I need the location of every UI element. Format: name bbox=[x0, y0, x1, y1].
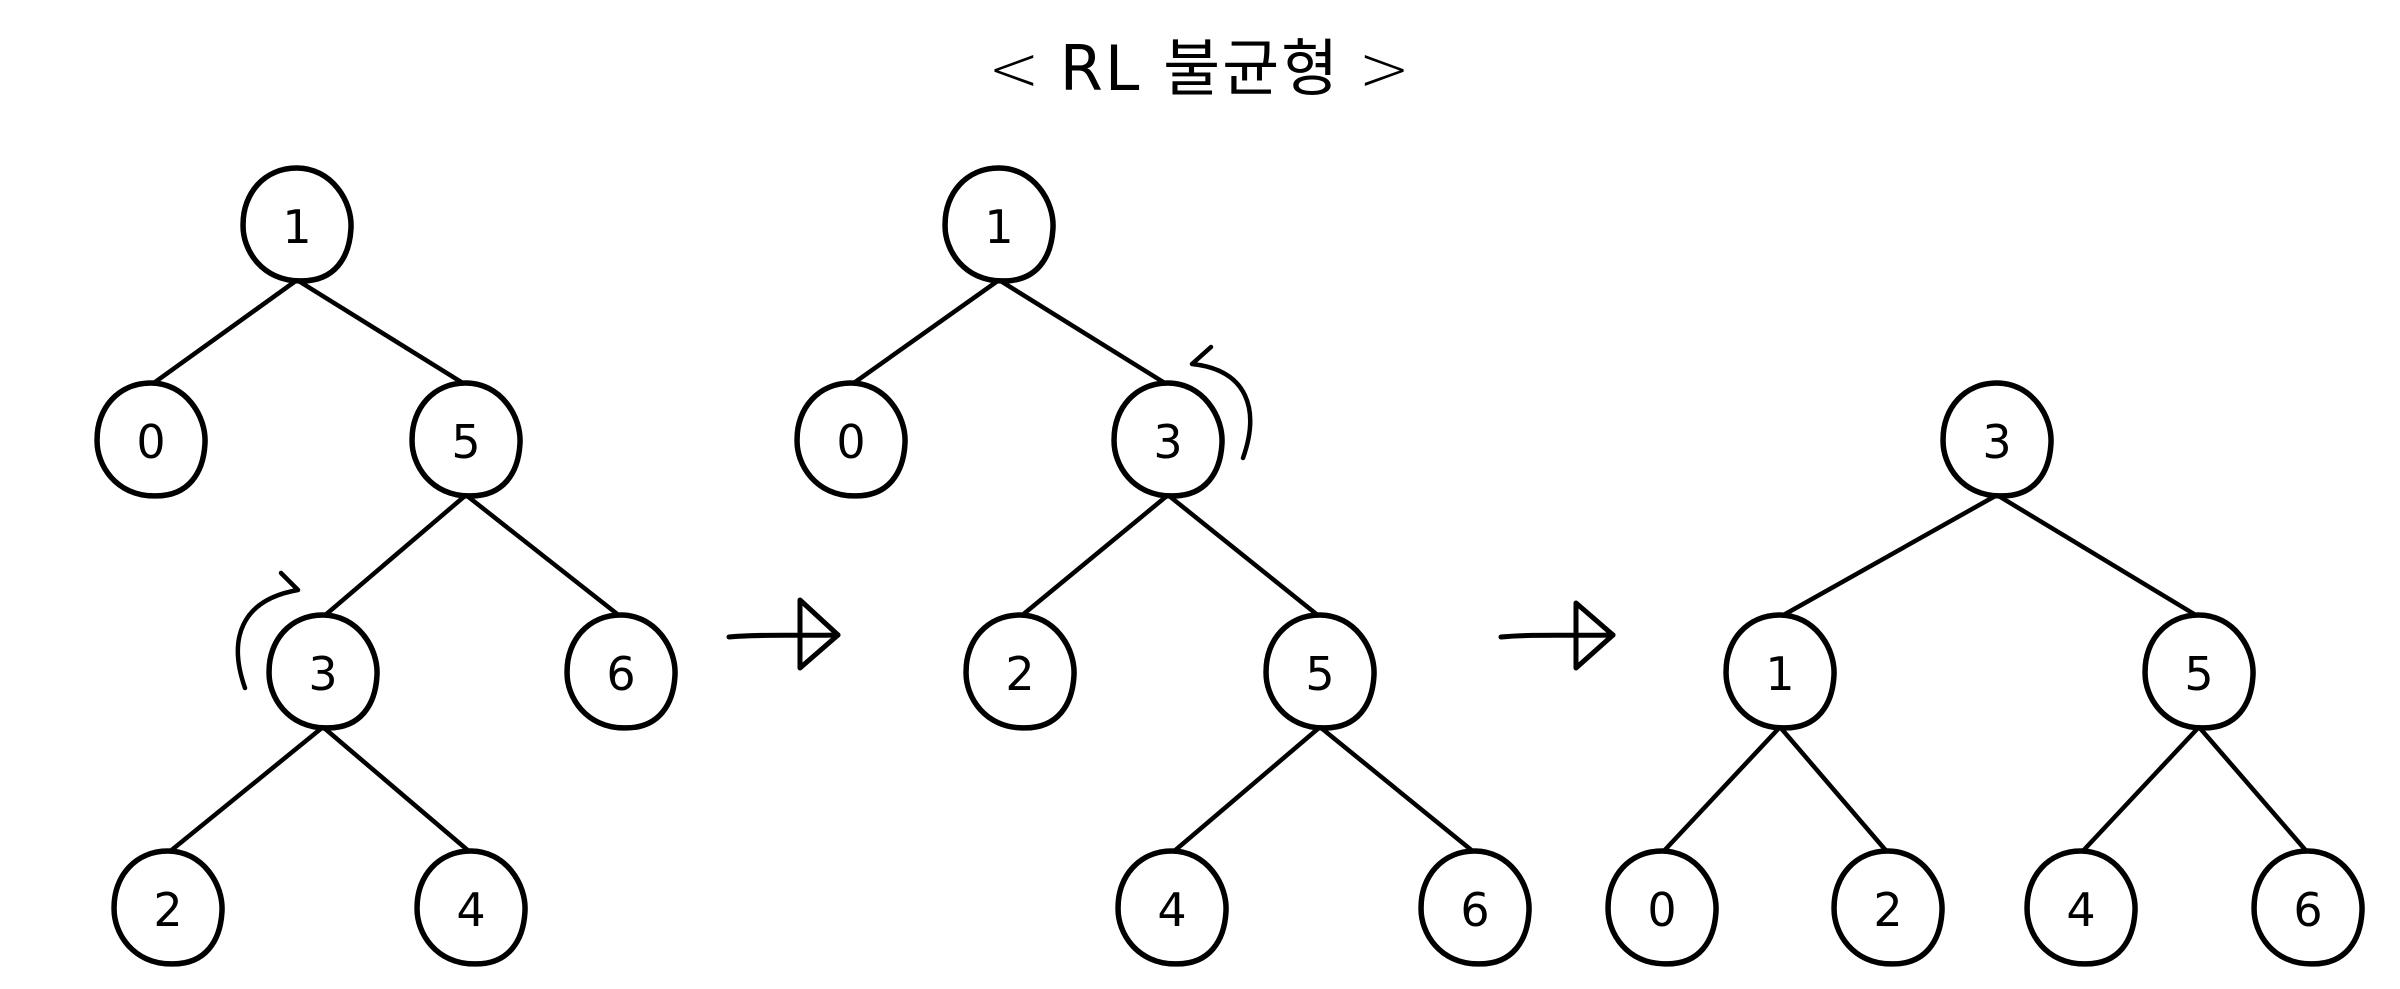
tree-edge bbox=[996, 277, 1171, 388]
tree-edge bbox=[165, 724, 326, 856]
tree-node: 6 bbox=[2251, 848, 2365, 967]
title-close-bracket: > bbox=[1358, 32, 1413, 105]
tree-node: 4 bbox=[1115, 848, 1229, 967]
tree-edge bbox=[463, 492, 624, 620]
tree-edge bbox=[1317, 724, 1478, 856]
arrow-right-icon bbox=[1498, 600, 1616, 671]
node-label: 5 bbox=[451, 415, 480, 469]
tree-edge bbox=[1169, 724, 1323, 856]
node-circle bbox=[111, 848, 225, 967]
title-text: RL 불균형 bbox=[1059, 32, 1341, 105]
tree-node: 0 bbox=[1605, 848, 1719, 967]
node-circle bbox=[1605, 848, 1719, 967]
tree-edge bbox=[848, 277, 1002, 388]
node-circle bbox=[1115, 848, 1229, 967]
node-label: 2 bbox=[153, 883, 182, 937]
node-label: 4 bbox=[2066, 883, 2095, 937]
node-label: 2 bbox=[1005, 647, 1034, 701]
rotate-clockwise-icon bbox=[235, 570, 301, 691]
arrow-right-icon bbox=[726, 597, 841, 671]
tree-edge bbox=[148, 277, 300, 388]
node-label: 2 bbox=[1873, 883, 1902, 937]
node-circle bbox=[564, 612, 678, 731]
node-circle bbox=[414, 848, 528, 967]
node-label: 0 bbox=[1647, 883, 1676, 937]
node-circle bbox=[1723, 612, 1837, 731]
tree-edge bbox=[1994, 492, 2202, 620]
node-label: 0 bbox=[136, 415, 165, 469]
node-label: 4 bbox=[456, 883, 485, 937]
node-label: 3 bbox=[308, 647, 337, 701]
node-circle bbox=[266, 612, 380, 731]
node-circle bbox=[1418, 848, 1532, 967]
node-label: 6 bbox=[2293, 883, 2322, 937]
tree-node: 3 bbox=[1111, 380, 1225, 499]
tree-node: 3 bbox=[266, 612, 380, 731]
node-label: 3 bbox=[1153, 415, 1182, 469]
node-circle bbox=[409, 380, 523, 499]
title-open-bracket: < bbox=[987, 32, 1042, 105]
tree-node: 0 bbox=[794, 380, 908, 499]
edges-layer bbox=[148, 277, 2311, 856]
node-circle bbox=[794, 380, 908, 499]
node-label: 6 bbox=[1460, 883, 1489, 937]
tree-node: 6 bbox=[564, 612, 678, 731]
tree-node: 5 bbox=[2142, 612, 2256, 731]
node-circle bbox=[963, 612, 1077, 731]
node-circle bbox=[94, 380, 208, 499]
tree-node: 4 bbox=[414, 848, 528, 967]
tree-node: 1 bbox=[1723, 612, 1837, 731]
tree-node: 4 bbox=[2024, 848, 2138, 967]
tree-node: 2 bbox=[963, 612, 1077, 731]
tree-node: 3 bbox=[1940, 380, 2054, 499]
decor-layer bbox=[235, 344, 1616, 691]
node-label: 6 bbox=[606, 647, 635, 701]
tree-edge bbox=[1777, 492, 2000, 620]
tree-node: 6 bbox=[1418, 848, 1532, 967]
tree-node: 2 bbox=[1831, 848, 1945, 967]
tree-node: 5 bbox=[1263, 612, 1377, 731]
node-circle bbox=[2024, 848, 2138, 967]
tree-node: 1 bbox=[942, 165, 1056, 284]
node-circle bbox=[942, 165, 1056, 284]
node-label: 1 bbox=[1765, 647, 1794, 701]
node-circle bbox=[1831, 848, 1945, 967]
node-circle bbox=[1263, 612, 1377, 731]
node-circle bbox=[1940, 380, 2054, 499]
node-circle bbox=[2251, 848, 2365, 967]
node-label: 4 bbox=[1157, 883, 1186, 937]
tree-edge bbox=[1777, 724, 1891, 856]
rotate-counterclockwise-icon bbox=[1189, 344, 1253, 461]
tree-edge bbox=[320, 492, 469, 620]
node-label: 0 bbox=[836, 415, 865, 469]
tree-node: 0 bbox=[94, 380, 208, 499]
tree-edge bbox=[1165, 492, 1323, 620]
diagram-title: <RL 불균형> bbox=[0, 18, 2400, 108]
tree-node: 2 bbox=[111, 848, 225, 967]
node-circle bbox=[1111, 380, 1225, 499]
node-label: 1 bbox=[984, 200, 1013, 254]
node-label: 3 bbox=[1982, 415, 2011, 469]
nodes-layer: 1 0 5 3 6 2 4 1 0 3 2 5 4 6 3 1 5 0 2 4 6 bbox=[94, 165, 2365, 967]
tree-edge bbox=[320, 724, 474, 856]
node-label: 5 bbox=[1305, 647, 1334, 701]
node-label: 5 bbox=[2184, 647, 2213, 701]
tree-node: 1 bbox=[240, 165, 354, 284]
tree-edge bbox=[1017, 492, 1171, 620]
tree-edge bbox=[1659, 724, 1783, 856]
node-circle bbox=[240, 165, 354, 284]
tree-edge bbox=[2196, 724, 2311, 856]
node-label: 1 bbox=[282, 200, 311, 254]
node-circle bbox=[2142, 612, 2256, 731]
tree-node: 5 bbox=[409, 380, 523, 499]
tree-edge bbox=[2078, 724, 2202, 856]
tree-edge bbox=[294, 277, 469, 388]
